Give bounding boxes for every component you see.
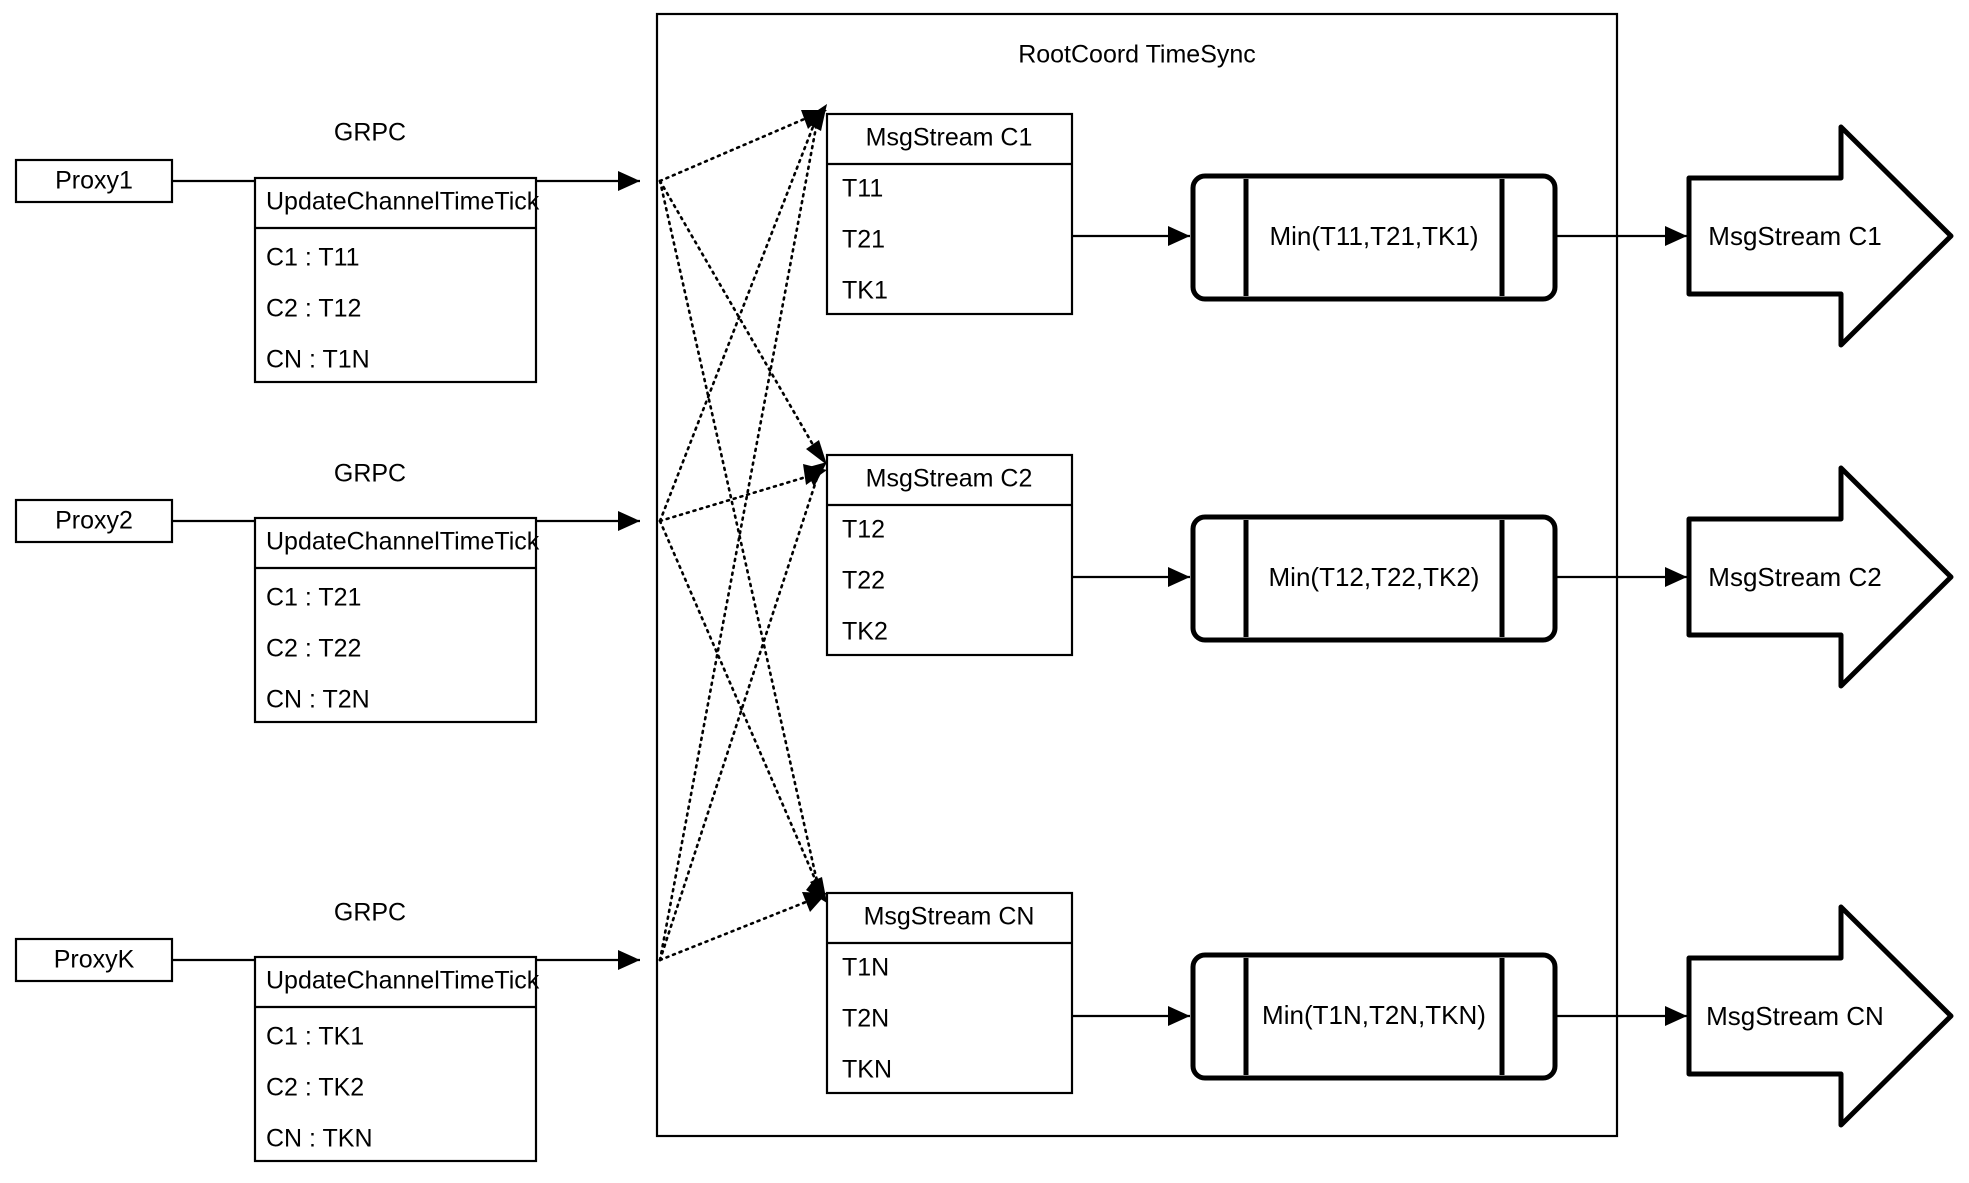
fanout-link-p1-c1 bbox=[658, 112, 818, 183]
proxy-box-1[interactable]: Proxy1 bbox=[14, 158, 174, 204]
msgstream-tick: T12 bbox=[842, 516, 885, 544]
msgstream-rect bbox=[825, 453, 1074, 657]
panel-entry: C1 : TK1 bbox=[266, 1023, 364, 1051]
output-arrow-label: MsgStream C1 bbox=[1708, 221, 1881, 251]
min-process-label: Min(T1N,T2N,TKN) bbox=[1262, 1000, 1486, 1030]
fanout-arrowhead-pk-c2 bbox=[805, 462, 827, 487]
fanout-link-pk-cn bbox=[658, 896, 818, 962]
panel-entry: C2 : TK2 bbox=[266, 1074, 364, 1102]
msgstream-title: MsgStream C1 bbox=[866, 124, 1033, 152]
msgstream-to-min-arrowhead-n bbox=[1168, 1006, 1190, 1026]
grpc-arrowhead-3 bbox=[618, 950, 640, 970]
proxy-box-3[interactable]: ProxyK bbox=[14, 937, 174, 983]
panel-entry: C2 : T22 bbox=[266, 635, 361, 663]
panel-entry: C1 : T21 bbox=[266, 584, 361, 612]
panel-rect bbox=[253, 955, 538, 1163]
msgstream-box-1[interactable]: MsgStream C1 T11 T21 TK1 bbox=[825, 112, 1074, 316]
container-title: RootCoord TimeSync bbox=[1018, 41, 1256, 69]
grpc-label-3: GRPC bbox=[334, 899, 406, 927]
proxy-row-3: ProxyK GRPC UpdateChannelTimeTick C1 : T… bbox=[14, 899, 640, 1163]
grpc-label-1: GRPC bbox=[334, 119, 406, 147]
fanout-link-pk-c2 bbox=[658, 476, 819, 962]
output-arrow-shape bbox=[1686, 124, 1954, 348]
output-arrow-shape bbox=[1686, 465, 1954, 689]
min-process-box-n[interactable]: Min(T1N,T2N,TKN) bbox=[1190, 952, 1558, 1081]
output-arrow-label: MsgStream C2 bbox=[1708, 562, 1881, 592]
proxy-label: Proxy2 bbox=[55, 507, 133, 535]
panel-title: UpdateChannelTimeTick bbox=[266, 967, 540, 995]
channel-2: MsgStream C2 T12 T22 TK2 Min(T12,T22,TK2… bbox=[825, 453, 1954, 689]
fanout-link-pk-c1 bbox=[658, 120, 819, 962]
msgstream-tick: T1N bbox=[842, 954, 889, 982]
fanout-arrowhead-pk-cn bbox=[802, 892, 827, 912]
output-arrow-label: MsgStream CN bbox=[1706, 1001, 1884, 1031]
msgstream-tick: T22 bbox=[842, 567, 885, 595]
update-channel-timetick-panel-3[interactable]: UpdateChannelTimeTick C1 : TK1 C2 : TK2 … bbox=[253, 955, 540, 1163]
min-to-output-arrowhead-2 bbox=[1665, 567, 1687, 587]
min-process-label: Min(T11,T21,TK1) bbox=[1269, 221, 1478, 251]
msgstream-tick: TKN bbox=[842, 1056, 892, 1084]
channel-1: MsgStream C1 T11 T21 TK1 Min(T11,T21,TK1… bbox=[825, 112, 1954, 348]
msgstream-tick: T21 bbox=[842, 226, 885, 254]
panel-title: UpdateChannelTimeTick bbox=[266, 188, 540, 216]
panel-rect bbox=[253, 176, 538, 384]
min-process-rect bbox=[1190, 173, 1558, 302]
msgstream-box-n[interactable]: MsgStream CN T1N T2N TKN bbox=[825, 891, 1074, 1095]
msgstream-to-min-arrowhead-1 bbox=[1168, 226, 1190, 246]
fanout-arrowhead-pk-c1 bbox=[806, 104, 827, 129]
min-to-output-arrowhead-n bbox=[1665, 1006, 1687, 1026]
fanout-arrowhead-p1-c2 bbox=[806, 440, 827, 465]
proxy-row-1: Proxy1 GRPC UpdateChannelTimeTick C1 : T… bbox=[14, 119, 640, 384]
channel-n: MsgStream CN T1N T2N TKN Min(T1N,T2N,TKN… bbox=[825, 891, 1954, 1128]
output-arrow-2[interactable]: MsgStream C2 bbox=[1686, 465, 1954, 689]
panel-entry: C2 : T12 bbox=[266, 295, 361, 323]
msgstream-tick: T11 bbox=[842, 175, 883, 203]
panel-entry: C1 : T11 bbox=[266, 244, 360, 272]
msgstream-tick: T2N bbox=[842, 1005, 889, 1033]
msgstream-to-min-arrowhead-2 bbox=[1168, 567, 1190, 587]
grpc-arrowhead-1 bbox=[618, 171, 640, 191]
panel-title: UpdateChannelTimeTick bbox=[266, 528, 540, 556]
min-process-box-2[interactable]: Min(T12,T22,TK2) bbox=[1190, 514, 1558, 643]
update-channel-timetick-panel-2[interactable]: UpdateChannelTimeTick C1 : T21 C2 : T22 … bbox=[253, 516, 540, 724]
panel-entry: CN : T2N bbox=[266, 686, 370, 714]
proxy-label: Proxy1 bbox=[55, 167, 133, 195]
min-to-output-arrowhead-1 bbox=[1665, 226, 1687, 246]
msgstream-box-2[interactable]: MsgStream C2 T12 T22 TK2 bbox=[825, 453, 1074, 657]
fanout-link-p1-cn bbox=[658, 179, 820, 888]
min-process-rect bbox=[1190, 514, 1558, 643]
proxy-label: ProxyK bbox=[54, 946, 135, 974]
grpc-label-2: GRPC bbox=[334, 460, 406, 488]
panel-entry: CN : TKN bbox=[266, 1125, 373, 1153]
msgstream-rect bbox=[825, 891, 1074, 1095]
panel-rect bbox=[253, 516, 538, 724]
proxy-row-2: Proxy2 GRPC UpdateChannelTimeTick C1 : T… bbox=[14, 460, 640, 724]
msgstream-rect bbox=[825, 112, 1074, 316]
grpc-arrowhead-2 bbox=[618, 511, 640, 531]
fanout-link-p2-cn bbox=[658, 519, 820, 888]
proxy-box-2[interactable]: Proxy2 bbox=[14, 498, 174, 544]
output-arrow-shape bbox=[1686, 904, 1954, 1128]
output-arrow-1[interactable]: MsgStream C1 bbox=[1686, 124, 1954, 348]
fanout-dotted-links bbox=[658, 104, 827, 962]
fanout-link-p2-c1 bbox=[658, 117, 818, 523]
panel-entry: CN : T1N bbox=[266, 346, 370, 374]
msgstream-title: MsgStream CN bbox=[864, 903, 1035, 931]
min-process-box-1[interactable]: Min(T11,T21,TK1) bbox=[1190, 173, 1558, 302]
msgstream-title: MsgStream C2 bbox=[866, 465, 1033, 493]
update-channel-timetick-panel-1[interactable]: UpdateChannelTimeTick C1 : T11 C2 : T12 … bbox=[253, 176, 540, 384]
msgstream-tick: TK1 bbox=[842, 277, 888, 305]
proxy-box-rect bbox=[14, 158, 174, 204]
msgstream-tick: TK2 bbox=[842, 618, 888, 646]
proxy-box-rect bbox=[14, 937, 174, 983]
min-process-label: Min(T12,T22,TK2) bbox=[1269, 562, 1480, 592]
fanout-link-p1-c2 bbox=[658, 179, 818, 452]
output-arrow-n[interactable]: MsgStream CN bbox=[1686, 904, 1954, 1128]
fanout-link-p2-c2 bbox=[658, 472, 818, 523]
